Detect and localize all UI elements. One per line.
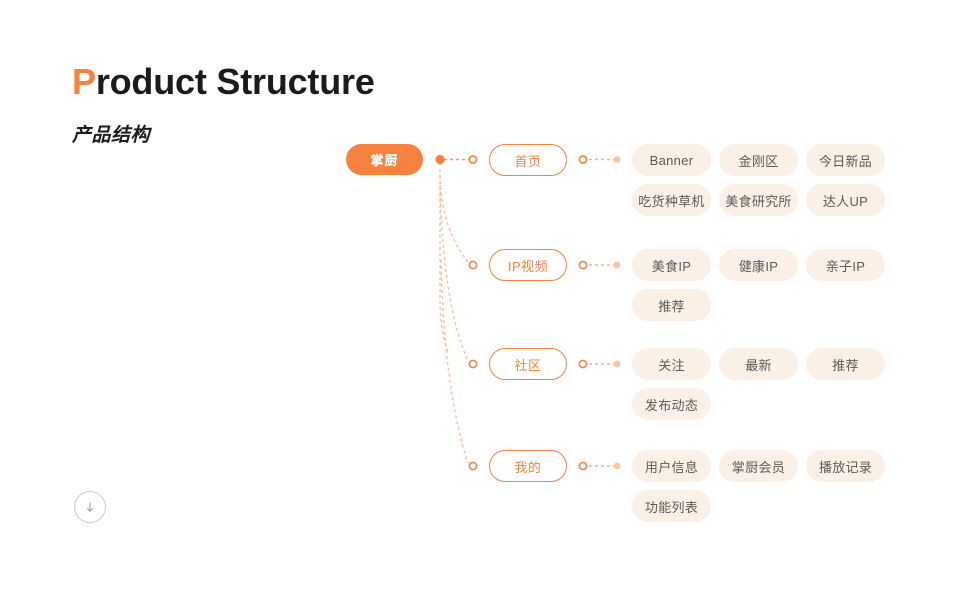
page-subtitle: 产品结构	[72, 124, 151, 146]
page-title-accent-letter: P	[72, 61, 96, 102]
leaf-pill[interactable]: 用户信息	[632, 450, 711, 482]
leaf-pill[interactable]: 健康IP	[719, 249, 798, 281]
page-title-rest: roduct Structure	[95, 61, 375, 102]
leaf-pill[interactable]: 推荐	[632, 289, 711, 321]
leaf-pill[interactable]: 今日新品	[806, 144, 885, 176]
branch-node-shouye[interactable]: 首页	[489, 144, 567, 176]
leaf-pill[interactable]: 功能列表	[632, 490, 711, 522]
scroll-down-button[interactable]	[74, 491, 106, 523]
leaf-pill[interactable]: 播放记录	[806, 450, 885, 482]
leaf-pill[interactable]: 关注	[632, 348, 711, 380]
leaf-pill[interactable]: 最新	[719, 348, 798, 380]
leaf-pill[interactable]: 发布动态	[632, 388, 711, 420]
leaf-group-shequ: 关注 最新 推荐 发布动态	[632, 348, 894, 420]
leaf-pill[interactable]: 金刚区	[719, 144, 798, 176]
leaf-pill[interactable]: 美食IP	[632, 249, 711, 281]
leaf-group-shouye: Banner 金刚区 今日新品 吃货种草机 美食研究所 达人UP	[632, 144, 894, 216]
leaf-pill[interactable]: 美食研究所	[719, 184, 798, 216]
branch-node-wode[interactable]: 我的	[489, 450, 567, 482]
leaf-group-ip-video: 美食IP 健康IP 亲子IP 推荐	[632, 249, 894, 321]
root-connector-dot	[435, 154, 445, 165]
branch-node-ip-video[interactable]: IP视频	[489, 249, 567, 281]
leaf-pill[interactable]: Banner	[632, 144, 711, 176]
leaf-pill[interactable]: 推荐	[806, 348, 885, 380]
branch-node-shequ[interactable]: 社区	[489, 348, 567, 380]
page-title: Product Structure	[72, 62, 375, 102]
arrow-down-icon	[83, 500, 97, 514]
leaf-pill[interactable]: 达人UP	[806, 184, 885, 216]
leaf-pill[interactable]: 吃货种草机	[632, 184, 711, 216]
leaf-group-wode: 用户信息 掌厨会员 播放记录 功能列表	[632, 450, 894, 522]
header: Product Structure 产品结构	[72, 62, 375, 147]
leaf-pill[interactable]: 掌厨会员	[719, 450, 798, 482]
leaf-pill[interactable]: 亲子IP	[806, 249, 885, 281]
root-node-zhangchu[interactable]: 掌厨	[346, 144, 423, 175]
